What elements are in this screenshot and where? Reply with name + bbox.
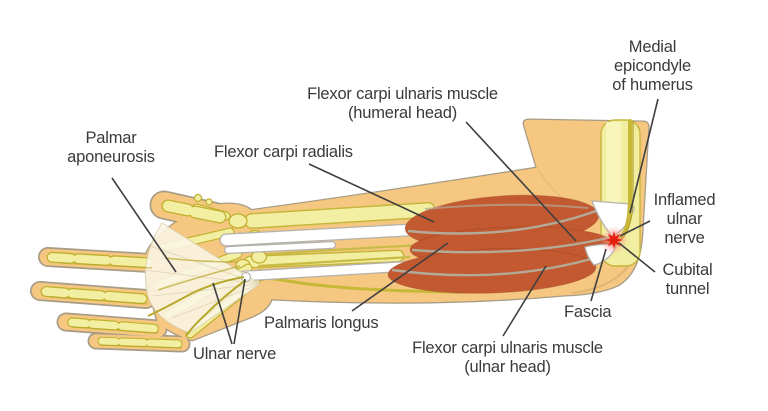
- leader-lines: [111, 98, 659, 345]
- leader-ulnar-nerve-1: [212, 282, 233, 345]
- leader-palmar-aponeurosis: [111, 177, 177, 273]
- flexor-tendon-lines: [255, 243, 425, 268]
- radius-bone: [244, 202, 436, 229]
- leader-medial-epicondyle: [629, 98, 659, 214]
- leader-palmaris-longus: [351, 242, 449, 312]
- label-medial-epicondyle: Medial epicondyle of humerus: [612, 38, 693, 94]
- label-ulnar-nerve: Ulnar nerve: [193, 345, 277, 363]
- label-fascia: Fascia: [564, 303, 612, 321]
- leader-cubital-tunnel: [618, 242, 656, 273]
- leader-fascia: [590, 248, 607, 302]
- label-inflamed-ulnar-nerve: Inflamed ulnar nerve: [653, 191, 716, 247]
- label-cubital-tunnel: Cubital tunnel: [662, 261, 713, 298]
- leader-inflamed-ulnar-nerve: [619, 220, 651, 237]
- leader-fcu-humeral-head: [465, 121, 577, 242]
- label-flexor-carpi-ulnaris-humeral: Flexor carpi ulnaris muscle (humeral hea…: [307, 85, 498, 122]
- ulnar-nerve-hand-branches: [49, 257, 247, 349]
- label-flexor-carpi-radialis: Flexor carpi radialis: [214, 143, 353, 161]
- muscle-tendon-lines: [391, 203, 613, 277]
- leader-fcu-ulnar-head: [502, 265, 547, 337]
- leader-ulnar-nerve-2: [233, 278, 246, 345]
- wrist-tendons: [219, 222, 435, 282]
- ulna-bone: [243, 249, 405, 269]
- inflamed-nerve-marker: [600, 226, 628, 254]
- label-palmaris-longus: Palmaris longus: [264, 314, 379, 332]
- sesamoid-bones: [193, 193, 213, 206]
- label-flexor-carpi-ulnaris-ulnar: Flexor carpi ulnaris muscle (ulnar head): [412, 339, 603, 376]
- label-palmar-aponeurosis: Palmar aponeurosis: [67, 129, 155, 166]
- arm-fold-crease: [537, 169, 565, 200]
- phalanx-bones: [40, 199, 227, 349]
- leader-flexor-carpi-radialis: [308, 163, 435, 223]
